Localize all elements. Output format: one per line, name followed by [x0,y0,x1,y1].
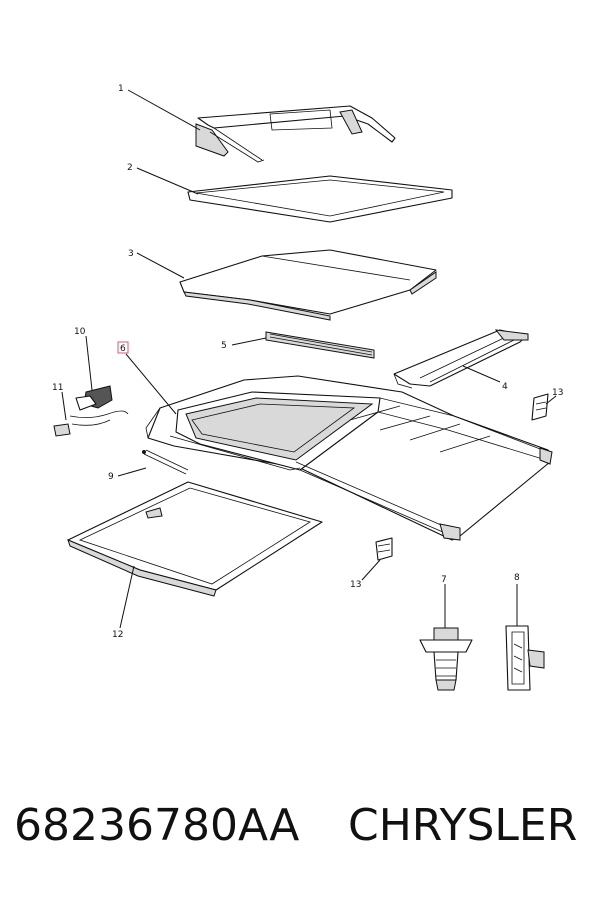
callout-4: 4 [502,382,508,392]
callout-9: 9 [108,472,114,482]
callout-1: 1 [118,84,124,94]
callout-12: 12 [112,630,123,640]
sunroof-frame [145,375,553,541]
callout-2: 2 [127,163,133,173]
sunroof-motor [75,385,113,411]
glass-seal [187,175,453,223]
callout-6-highlight [117,341,129,354]
deflector-strip [265,331,375,359]
sunroof-exploded-diagram: 1 2 3 5 6 4 10 11 13 9 13 7 8 12 [52,84,563,691]
callout-13-lower: 13 [350,580,361,590]
callout-7: 7 [441,575,447,585]
footer: 68236780AA CHRYSLER [0,800,600,870]
callout-3: 3 [128,249,134,259]
brand-name: CHRYSLER [348,800,578,851]
u-nut-clip [505,625,545,691]
clip-upper [531,393,549,421]
rear-bracket [393,329,529,389]
leader-lines [61,89,557,629]
callout-6: 6 [120,344,126,354]
callout-11: 11 [52,383,63,393]
callout-5: 5 [221,341,227,351]
drain-tube [142,449,189,475]
callout-8: 8 [514,573,520,583]
callout-10: 10 [74,327,86,337]
callout-13-upper: 13 [552,388,563,398]
glass-panel [179,249,437,321]
part-number: 68236780AA [14,800,300,851]
wire-harness [53,410,129,437]
wind-deflector [195,105,396,163]
sunshade [67,481,323,597]
clip-lower [375,537,393,561]
callout-labels: 1 2 3 5 6 4 10 11 13 9 13 7 8 12 [52,84,563,640]
stud-bolt [419,627,473,691]
